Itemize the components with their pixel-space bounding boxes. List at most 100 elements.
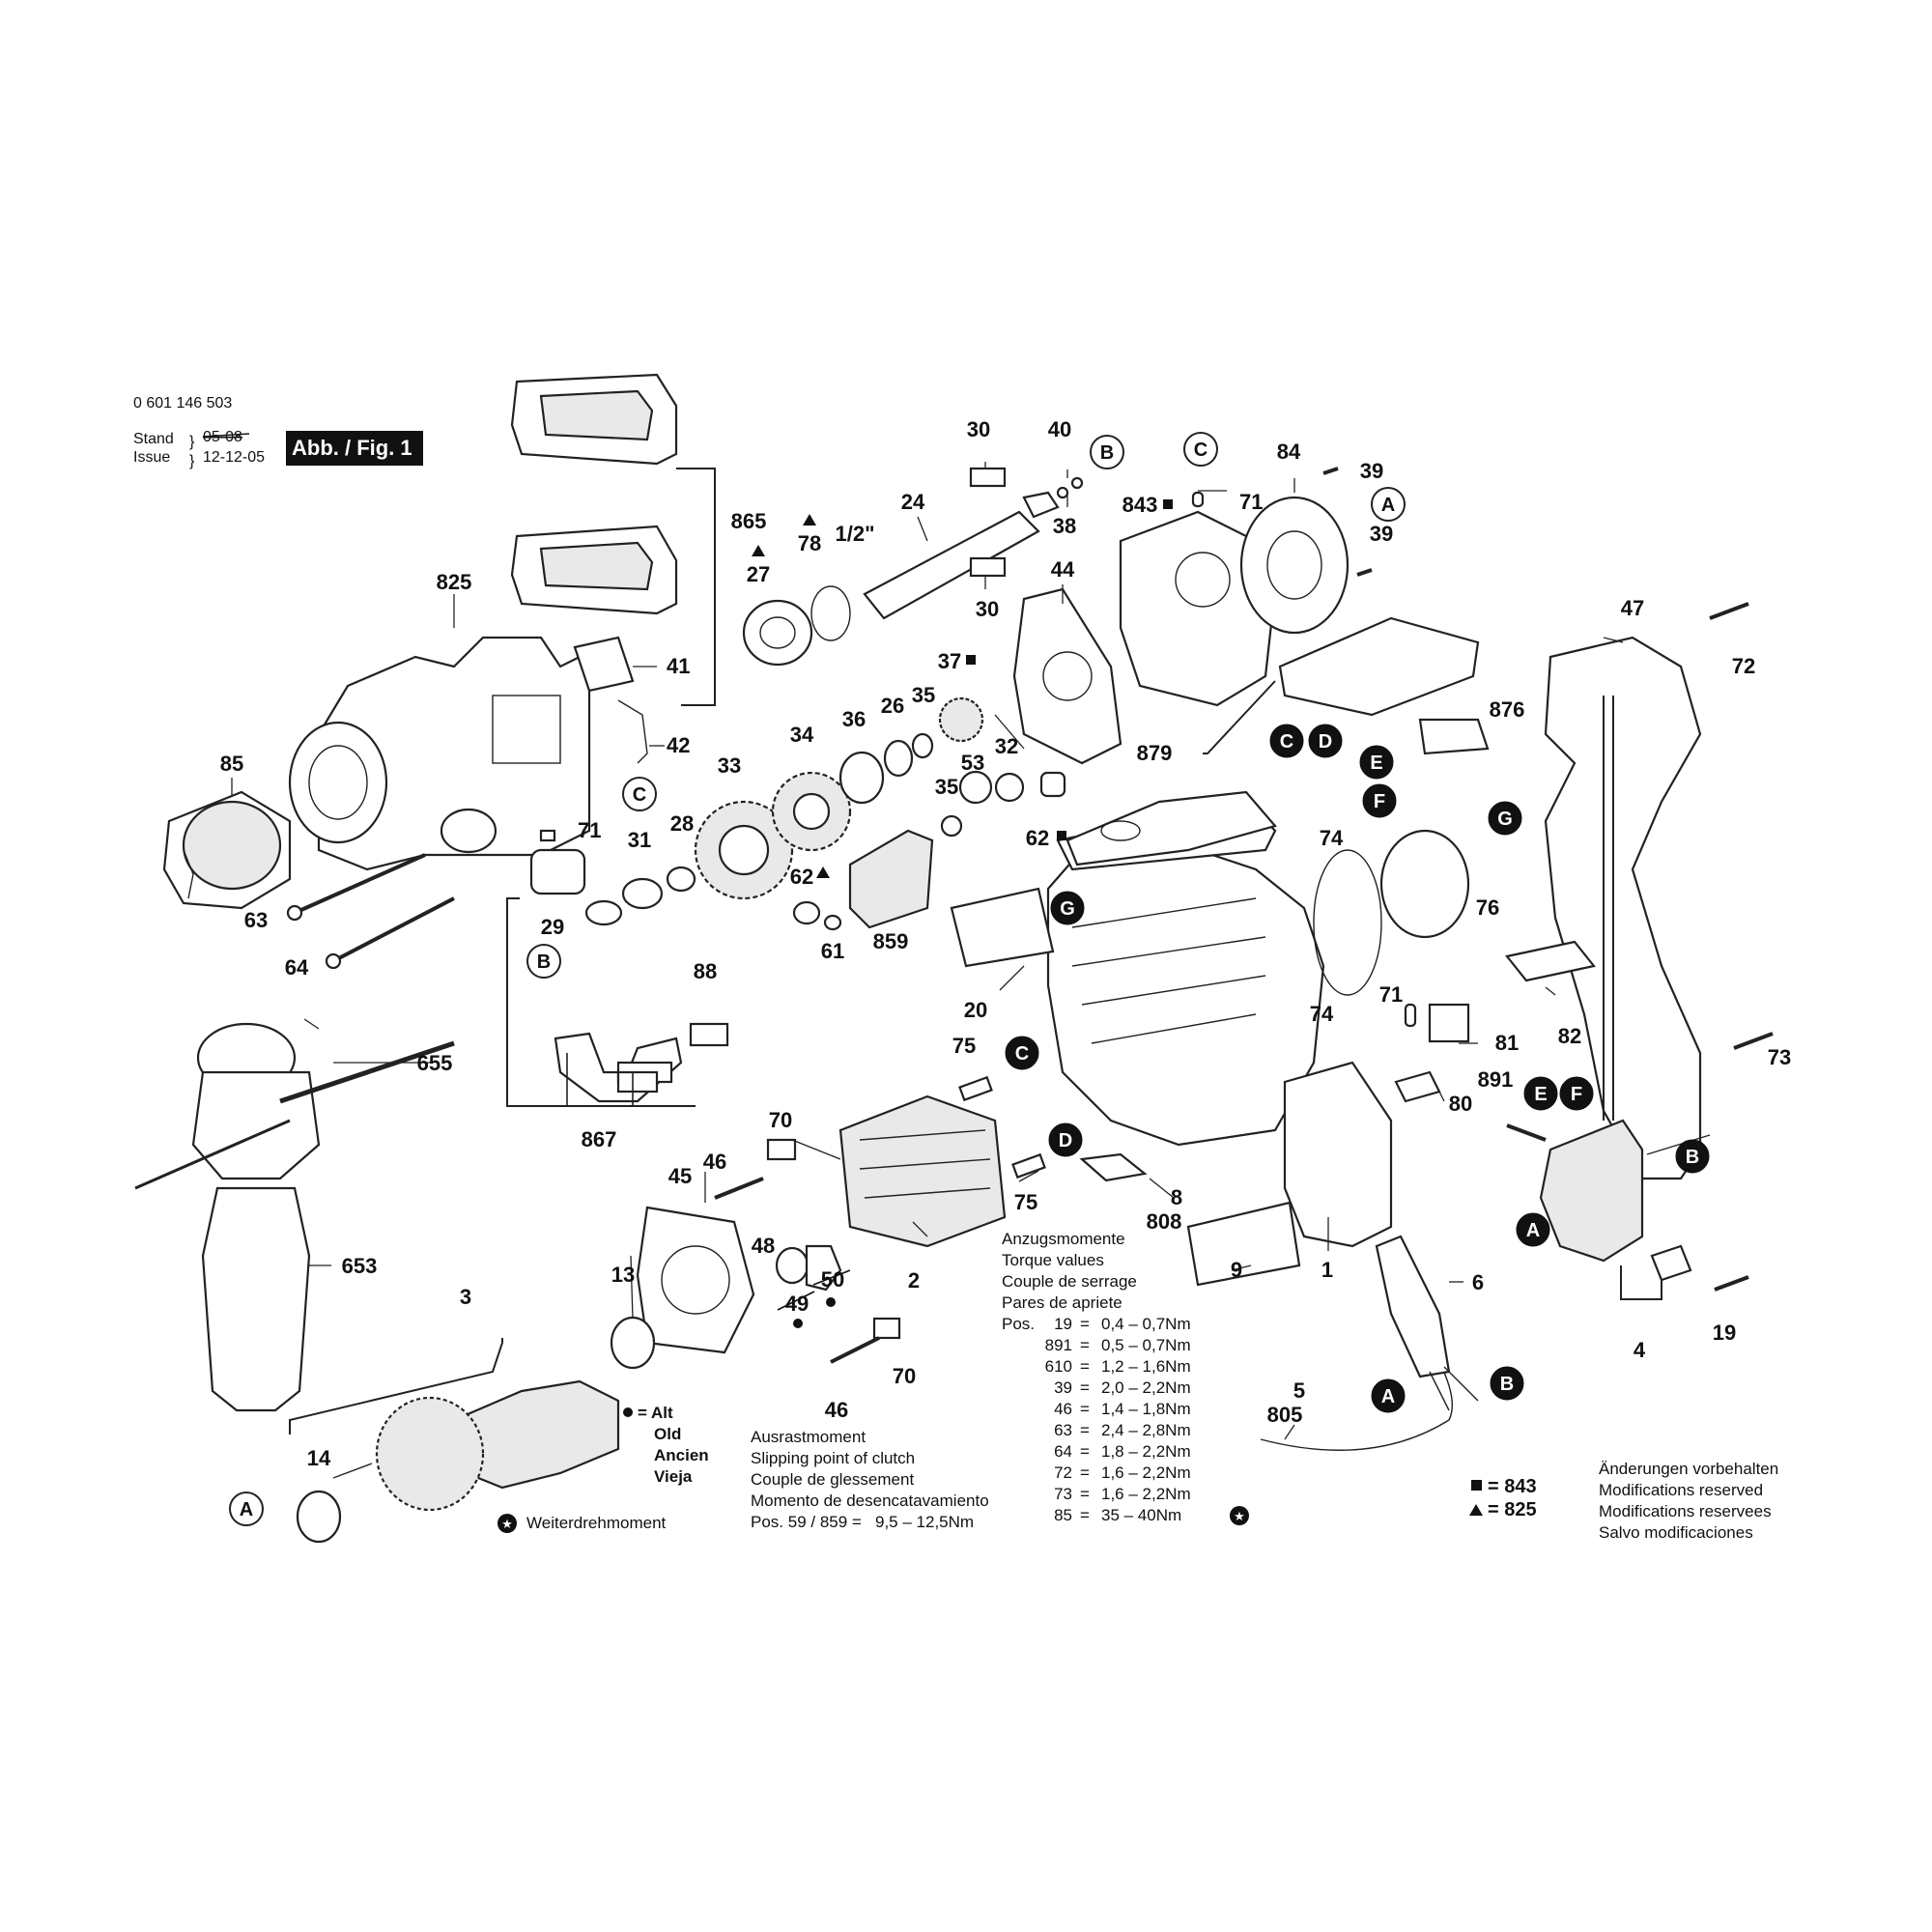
label-32: 32 bbox=[995, 734, 1018, 758]
clutch-heading-fr: Couple de glessement bbox=[751, 1470, 914, 1489]
label-8: 8 bbox=[1171, 1185, 1182, 1209]
callout-d-black bbox=[1308, 724, 1343, 758]
callout-c-top-text: C bbox=[1194, 440, 1208, 461]
key-30-top bbox=[969, 467, 1007, 488]
depth-stop-rod bbox=[134, 1119, 291, 1190]
label-14: 14 bbox=[307, 1446, 331, 1470]
footer-note-es: Salvo modificaciones bbox=[1599, 1523, 1753, 1542]
stand-date-old: 05-08 bbox=[203, 429, 242, 445]
callout-c-black-2-text: C bbox=[1015, 1043, 1029, 1065]
square-icon-843 bbox=[1163, 499, 1173, 509]
legend-weiter: Weiterdrehmoment bbox=[526, 1514, 667, 1532]
bracket-45 bbox=[636, 1206, 755, 1354]
footer-note-fr: Modifications reservees bbox=[1599, 1502, 1772, 1520]
label-80: 80 bbox=[1449, 1092, 1472, 1116]
triangle-icon-62 bbox=[816, 867, 830, 878]
torque-row-value: 0,4 – 0,7Nm bbox=[1101, 1315, 1191, 1333]
label-84: 84 bbox=[1277, 440, 1301, 464]
pin-71b bbox=[1191, 491, 1205, 508]
lead-879 bbox=[1203, 680, 1276, 754]
callout-g-black-right-text: G bbox=[1497, 809, 1513, 830]
housing-knob-seat bbox=[440, 808, 497, 854]
label-62a: 62 bbox=[790, 865, 813, 889]
aux-handle-653 bbox=[201, 1186, 311, 1412]
clutch-block: Ausrastmoment Slipping point of clutch C… bbox=[751, 1428, 989, 1531]
triangle-icon-27 bbox=[752, 545, 765, 556]
label-843: 843 bbox=[1122, 493, 1158, 517]
label-62b: 62 bbox=[1026, 826, 1049, 850]
label-5: 5 bbox=[1293, 1378, 1305, 1403]
label-40: 40 bbox=[1048, 417, 1071, 441]
callout-b-black-text: B bbox=[1686, 1147, 1699, 1168]
cover-865-top-window bbox=[539, 389, 654, 441]
ring-40 bbox=[1070, 476, 1084, 490]
label-38: 38 bbox=[1053, 514, 1076, 538]
callout-e-black-2 bbox=[1523, 1076, 1558, 1111]
switch-4 bbox=[1539, 1119, 1644, 1263]
label-85: 85 bbox=[220, 752, 243, 776]
torque-row-pos: 64 bbox=[1054, 1442, 1072, 1461]
label-70a: 70 bbox=[769, 1108, 792, 1132]
ring-31 bbox=[621, 877, 664, 910]
bullet-icon-legend bbox=[623, 1407, 633, 1417]
label-1: 1 bbox=[1321, 1258, 1333, 1282]
label-805: 805 bbox=[1267, 1403, 1303, 1427]
torque-row-pos: 610 bbox=[1045, 1357, 1072, 1376]
label-31: 31 bbox=[628, 828, 651, 852]
label-76: 76 bbox=[1476, 895, 1499, 920]
label-48: 48 bbox=[752, 1234, 775, 1258]
label-865: 865 bbox=[731, 509, 767, 533]
label-39a: 39 bbox=[1360, 459, 1383, 483]
torque-rows: 19 = 0,4 – 0,7Nm 891 = 0,5 – 0,7Nm 610 =… bbox=[1045, 1315, 1191, 1524]
plate-44-hole bbox=[1042, 651, 1093, 701]
callout-b-black-2-text: B bbox=[1500, 1374, 1514, 1395]
legend-block: = Alt Old Ancien Vieja ★ Weiterdrehmomen… bbox=[497, 1404, 1537, 1533]
switch-cap bbox=[1650, 1244, 1692, 1282]
label-35a: 35 bbox=[912, 683, 935, 707]
callout-b-mid bbox=[526, 944, 561, 979]
label-825: 825 bbox=[437, 570, 472, 594]
legend-old-marker: = Alt bbox=[638, 1404, 673, 1422]
torque-row-pos: 39 bbox=[1054, 1378, 1072, 1397]
figure-label: Abb. / Fig. 1 bbox=[292, 436, 412, 460]
star-circle-icon bbox=[1230, 1506, 1249, 1525]
callout-f-black-2 bbox=[1559, 1076, 1594, 1111]
torque-row-pos: 46 bbox=[1054, 1400, 1072, 1418]
flange-843-bore bbox=[1175, 552, 1231, 608]
bearing-62a bbox=[792, 900, 821, 925]
torque-row-pos: 72 bbox=[1054, 1463, 1072, 1482]
callout-e-black-2-text: E bbox=[1534, 1084, 1547, 1105]
spacer-36 bbox=[838, 751, 885, 805]
label-9: 9 bbox=[1231, 1258, 1242, 1282]
callout-a-bottom-text: A bbox=[240, 1499, 253, 1520]
label-75a: 75 bbox=[952, 1034, 976, 1058]
legend-square-eq: = 843 bbox=[1488, 1476, 1537, 1497]
torque-table: Anzugsmomente Torque values Couple de se… bbox=[1002, 1230, 1249, 1525]
label-26: 26 bbox=[881, 694, 904, 718]
flange-843 bbox=[1119, 510, 1277, 707]
field-coil-windings bbox=[859, 1129, 991, 1199]
label-plate-9 bbox=[1186, 1201, 1301, 1287]
spindle-24 bbox=[863, 510, 1040, 620]
callout-c-black bbox=[1269, 724, 1304, 758]
callout-g-black bbox=[1050, 891, 1085, 925]
clip-88 bbox=[689, 1022, 729, 1047]
label-71b: 71 bbox=[1239, 490, 1263, 514]
legend-old-en: Old bbox=[654, 1425, 681, 1443]
label-88: 88 bbox=[694, 959, 717, 983]
callout-a-black bbox=[1516, 1212, 1550, 1247]
clutch-heading-en: Slipping point of clutch bbox=[751, 1449, 915, 1467]
issue-date: 12-12-05 bbox=[203, 449, 265, 466]
housing-ribs bbox=[1071, 897, 1266, 1044]
label-808: 808 bbox=[1147, 1209, 1182, 1234]
torque-row-value: 1,6 – 2,2Nm bbox=[1101, 1485, 1191, 1503]
label-879: 879 bbox=[1137, 741, 1173, 765]
label-29: 29 bbox=[541, 915, 564, 939]
callout-f-black-2-text: F bbox=[1571, 1084, 1582, 1105]
spindle-tip bbox=[1022, 491, 1060, 519]
armature-fan bbox=[375, 1396, 485, 1512]
washer-35a bbox=[911, 732, 934, 759]
ring-78 bbox=[810, 585, 851, 641]
issue-label: Issue bbox=[133, 449, 170, 466]
